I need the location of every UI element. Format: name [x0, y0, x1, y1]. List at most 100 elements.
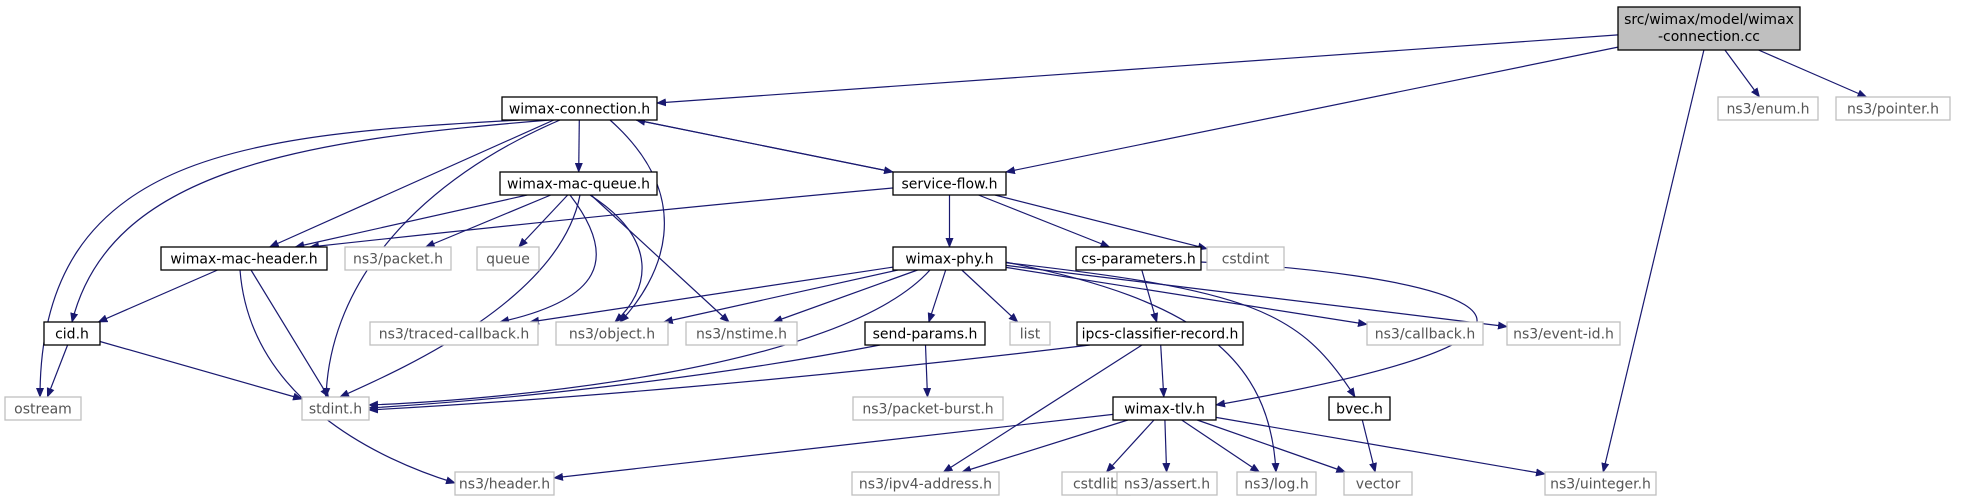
node-wimax-mac-header[interactable]: wimax-mac-header.h: [160, 246, 328, 271]
node-traced-callback-label: ns3/traced-callback.h: [379, 327, 530, 343]
node-wimax-connection-box: [501, 96, 658, 121]
node-assert-box: [1116, 471, 1218, 496]
edge-wimax-phy-to-send-params: [927, 269, 947, 323]
node-nstime-box: [685, 321, 798, 346]
edge-wimax-mac-queue-to-nstime: [590, 194, 730, 323]
node-packet-label: ns3/packet.h: [353, 252, 443, 268]
node-nstime: ns3/nstime.h: [685, 321, 798, 346]
node-cid[interactable]: cid.h: [43, 321, 101, 346]
node-pointer-box: [1835, 96, 1951, 121]
node-log-label: ns3/log.h: [1244, 477, 1308, 493]
edge-wimax-phy-to-bvec: [999, 261, 1356, 398]
node-enum-label: ns3/enum.h: [1726, 102, 1809, 118]
node-packet-burst-box: [852, 396, 1004, 421]
node-service-flow-box: [892, 171, 1007, 196]
node-list-box: [1009, 321, 1051, 346]
dependency-nodes: src/wimax/model/wimax-connection.cc wimax…: [4, 6, 1951, 496]
edge-wimax-phy-to-object: [662, 269, 898, 324]
node-log-box: [1236, 471, 1317, 496]
node-ipcs-classifier-record-box: [1076, 321, 1244, 346]
node-ipv4-address-label: ns3/ipv4-address.h: [859, 477, 992, 493]
edge-service-flow-to-cs-parameters: [978, 194, 1111, 248]
node-packet-box: [344, 246, 452, 271]
node-wimax-mac-queue[interactable]: wimax-mac-queue.h: [499, 171, 658, 196]
node-cs-parameters[interactable]: cs-parameters.h: [1075, 246, 1202, 271]
edge-cid-to-stdint: [99, 340, 303, 401]
node-send-params[interactable]: send-params.h: [864, 321, 986, 346]
node-ostream-box: [4, 396, 82, 421]
edge-wimax-connection-to-cid: [70, 119, 551, 323]
node-cstdint-box: [1206, 246, 1285, 271]
node-bvec[interactable]: bvec.h: [1328, 396, 1391, 421]
node-stdint-box: [301, 396, 370, 421]
node-traced-callback-box: [369, 321, 539, 346]
node-enum-box: [1717, 96, 1819, 121]
node-wimax-connection[interactable]: wimax-connection.h: [501, 96, 658, 121]
node-assert-label: ns3/assert.h: [1124, 477, 1210, 493]
node-log: ns3/log.h: [1236, 471, 1317, 496]
node-list: list: [1009, 321, 1051, 346]
node-root-box: [1617, 6, 1801, 51]
node-bvec-label: bvec.h: [1336, 402, 1383, 418]
node-object-box: [555, 321, 669, 346]
node-cid-label: cid.h: [55, 327, 89, 343]
node-service-flow-label: service-flow.h: [901, 177, 997, 193]
edge-wimax-mac-queue-to-packet: [424, 194, 552, 248]
node-queue: queue: [476, 246, 540, 271]
node-root[interactable]: src/wimax/model/wimax-connection.cc: [1617, 6, 1801, 51]
edge-service-flow-to-wimax-connection: [635, 117, 894, 173]
node-packet: ns3/packet.h: [344, 246, 452, 271]
node-stdint: stdint.h: [301, 396, 370, 421]
edge-wimax-phy-to-callback: [1005, 266, 1368, 327]
node-traced-callback: ns3/traced-callback.h: [369, 321, 539, 346]
edge-wimax-mac-queue-to-object: [589, 194, 643, 323]
edge-wimax-tlv-to-cstdlib: [1105, 419, 1155, 473]
edge-root-to-pointer: [1758, 49, 1868, 98]
node-queue-label: queue: [486, 252, 530, 268]
edge-wimax-mac-header-to-cid: [97, 269, 218, 323]
node-cstdint-label: cstdint: [1222, 252, 1270, 268]
edge-service-flow-to-cstdint: [994, 194, 1208, 251]
node-wimax-mac-header-label: wimax-mac-header.h: [170, 252, 317, 268]
node-cid-box: [43, 321, 101, 346]
node-wimax-phy[interactable]: wimax-phy.h: [892, 246, 1007, 271]
edge-wimax-phy-to-stdint: [368, 269, 931, 409]
edge-root-to-uinteger: [1601, 49, 1705, 473]
node-root-label-2: -connection.cc: [1658, 29, 1760, 45]
node-ostream: ostream: [4, 396, 82, 421]
edge-wimax-connection-to-wimax-mac-header: [268, 119, 555, 248]
node-event-id-box: [1506, 321, 1621, 346]
node-root-label-1: src/wimax/model/wimax: [1624, 12, 1794, 28]
node-callback: ns3/callback.h: [1366, 321, 1484, 346]
edge-service-flow-to-wimax-mac-header: [309, 187, 894, 251]
edge-root-to-wimax-connection: [656, 34, 1619, 107]
edge-wimax-tlv-to-header: [553, 413, 1114, 481]
node-wimax-mac-queue-box: [499, 171, 658, 196]
node-wimax-mac-queue-label: wimax-mac-queue.h: [507, 177, 650, 193]
edge-ipcs-classifier-record-to-stdint: [368, 344, 1091, 414]
edge-wimax-connection-to-ostream: [36, 119, 521, 398]
node-wimax-tlv[interactable]: wimax-tlv.h: [1112, 396, 1217, 421]
edge-wimax-mac-header-to-stdint: [250, 269, 330, 398]
node-send-params-label: send-params.h: [873, 327, 978, 343]
node-wimax-tlv-label: wimax-tlv.h: [1124, 402, 1205, 418]
node-ipcs-classifier-record-label: ipcs-classifier-record.h: [1082, 327, 1239, 343]
edge-wimax-connection-to-object: [609, 119, 665, 323]
node-event-id-label: ns3/event-id.h: [1513, 327, 1614, 343]
node-header-label: ns3/header.h: [459, 477, 550, 493]
node-ipcs-classifier-record[interactable]: ipcs-classifier-record.h: [1076, 321, 1244, 346]
node-ostream-label: ostream: [14, 402, 72, 418]
node-service-flow[interactable]: service-flow.h: [892, 171, 1007, 196]
edge-wimax-tlv-to-ipv4-address: [961, 419, 1129, 474]
node-object-label: ns3/object.h: [569, 327, 655, 343]
node-pointer: ns3/pointer.h: [1835, 96, 1951, 121]
edge-cs-parameters-to-ipcs-classifier-record: [1141, 269, 1159, 323]
node-vector-label: vector: [1356, 477, 1401, 493]
edge-wimax-tlv-to-uinteger: [1215, 416, 1546, 477]
edge-wimax-tlv-to-assert: [1162, 419, 1171, 473]
node-stdint-label: stdint.h: [309, 402, 362, 418]
node-cs-parameters-box: [1075, 246, 1202, 271]
node-wimax-connection-label: wimax-connection.h: [509, 102, 650, 118]
edge-root-to-enum: [1724, 49, 1761, 98]
